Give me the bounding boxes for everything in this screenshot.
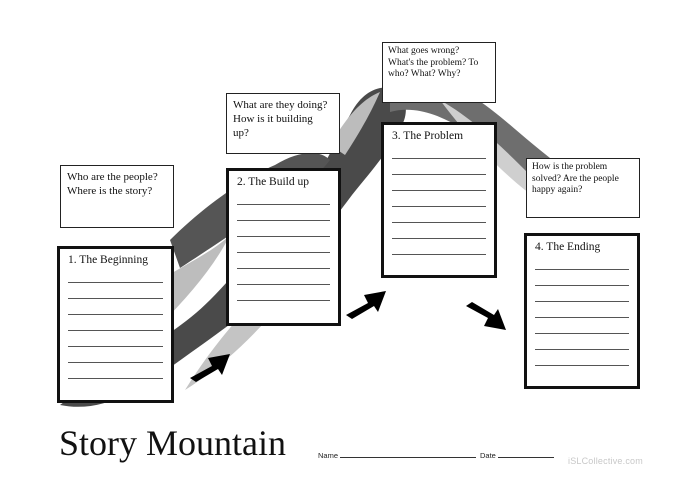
- name-input-line[interactable]: [340, 450, 477, 458]
- question-box-problem: What goes wrong? What's the problem? To …: [382, 42, 496, 103]
- writing-line[interactable]: [392, 254, 486, 255]
- mountain-dark-ridge: [60, 87, 406, 407]
- writing-line[interactable]: [68, 298, 163, 299]
- panel-title-ending: 4. The Ending: [535, 241, 601, 253]
- question-box-build-up: What are they doing? How is it building …: [226, 93, 340, 154]
- writing-line[interactable]: [237, 220, 330, 221]
- panel-problem: 3. The Problem: [381, 122, 497, 278]
- writing-line[interactable]: [535, 365, 629, 366]
- writing-line[interactable]: [535, 317, 629, 318]
- writing-line[interactable]: [68, 314, 163, 315]
- name-field: Name: [318, 450, 477, 460]
- writing-line[interactable]: [68, 282, 163, 283]
- question-box-ending: How is the problem solved? Are the peopl…: [526, 158, 640, 218]
- name-label: Name: [318, 451, 339, 460]
- writing-line[interactable]: [237, 284, 330, 285]
- panel-title-beginning: 1. The Beginning: [68, 254, 148, 266]
- panel-beginning: 1. The Beginning: [57, 246, 174, 403]
- page-title: Story Mountain: [59, 423, 287, 463]
- writing-line[interactable]: [392, 206, 486, 207]
- panel-ending: 4. The Ending: [524, 233, 640, 389]
- date-input-line[interactable]: [497, 450, 554, 458]
- date-label: Date: [480, 451, 496, 460]
- date-field: Date: [480, 450, 554, 460]
- writing-line[interactable]: [237, 204, 330, 205]
- watermark: iSLCollective.com: [568, 456, 643, 466]
- panel-title-build-up: 2. The Build up: [237, 176, 309, 188]
- writing-line[interactable]: [392, 158, 486, 159]
- writing-line[interactable]: [392, 222, 486, 223]
- writing-line[interactable]: [68, 330, 163, 331]
- writing-line[interactable]: [237, 252, 330, 253]
- writing-line[interactable]: [237, 236, 330, 237]
- mountain-light-stroke-4: [440, 100, 610, 212]
- writing-line[interactable]: [237, 268, 330, 269]
- mountain-light-stroke-3: [330, 92, 380, 155]
- writing-line[interactable]: [392, 174, 486, 175]
- writing-line[interactable]: [535, 333, 629, 334]
- writing-line[interactable]: [535, 285, 629, 286]
- writing-line[interactable]: [68, 346, 163, 347]
- arrow-up-right-icon: [346, 291, 386, 319]
- writing-line[interactable]: [237, 300, 330, 301]
- writing-line[interactable]: [392, 190, 486, 191]
- arrow-up-right-icon: [190, 354, 230, 382]
- panel-title-problem: 3. The Problem: [392, 130, 464, 142]
- question-box-beginning: Who are the people? Where is the story?: [60, 165, 174, 228]
- writing-line[interactable]: [535, 301, 629, 302]
- writing-line[interactable]: [68, 362, 163, 363]
- writing-line[interactable]: [68, 378, 163, 379]
- writing-line[interactable]: [535, 269, 629, 270]
- panel-build-up: 2. The Build up: [226, 168, 341, 326]
- arrow-down-right-icon: [466, 302, 506, 330]
- writing-line[interactable]: [535, 349, 629, 350]
- writing-line[interactable]: [392, 238, 486, 239]
